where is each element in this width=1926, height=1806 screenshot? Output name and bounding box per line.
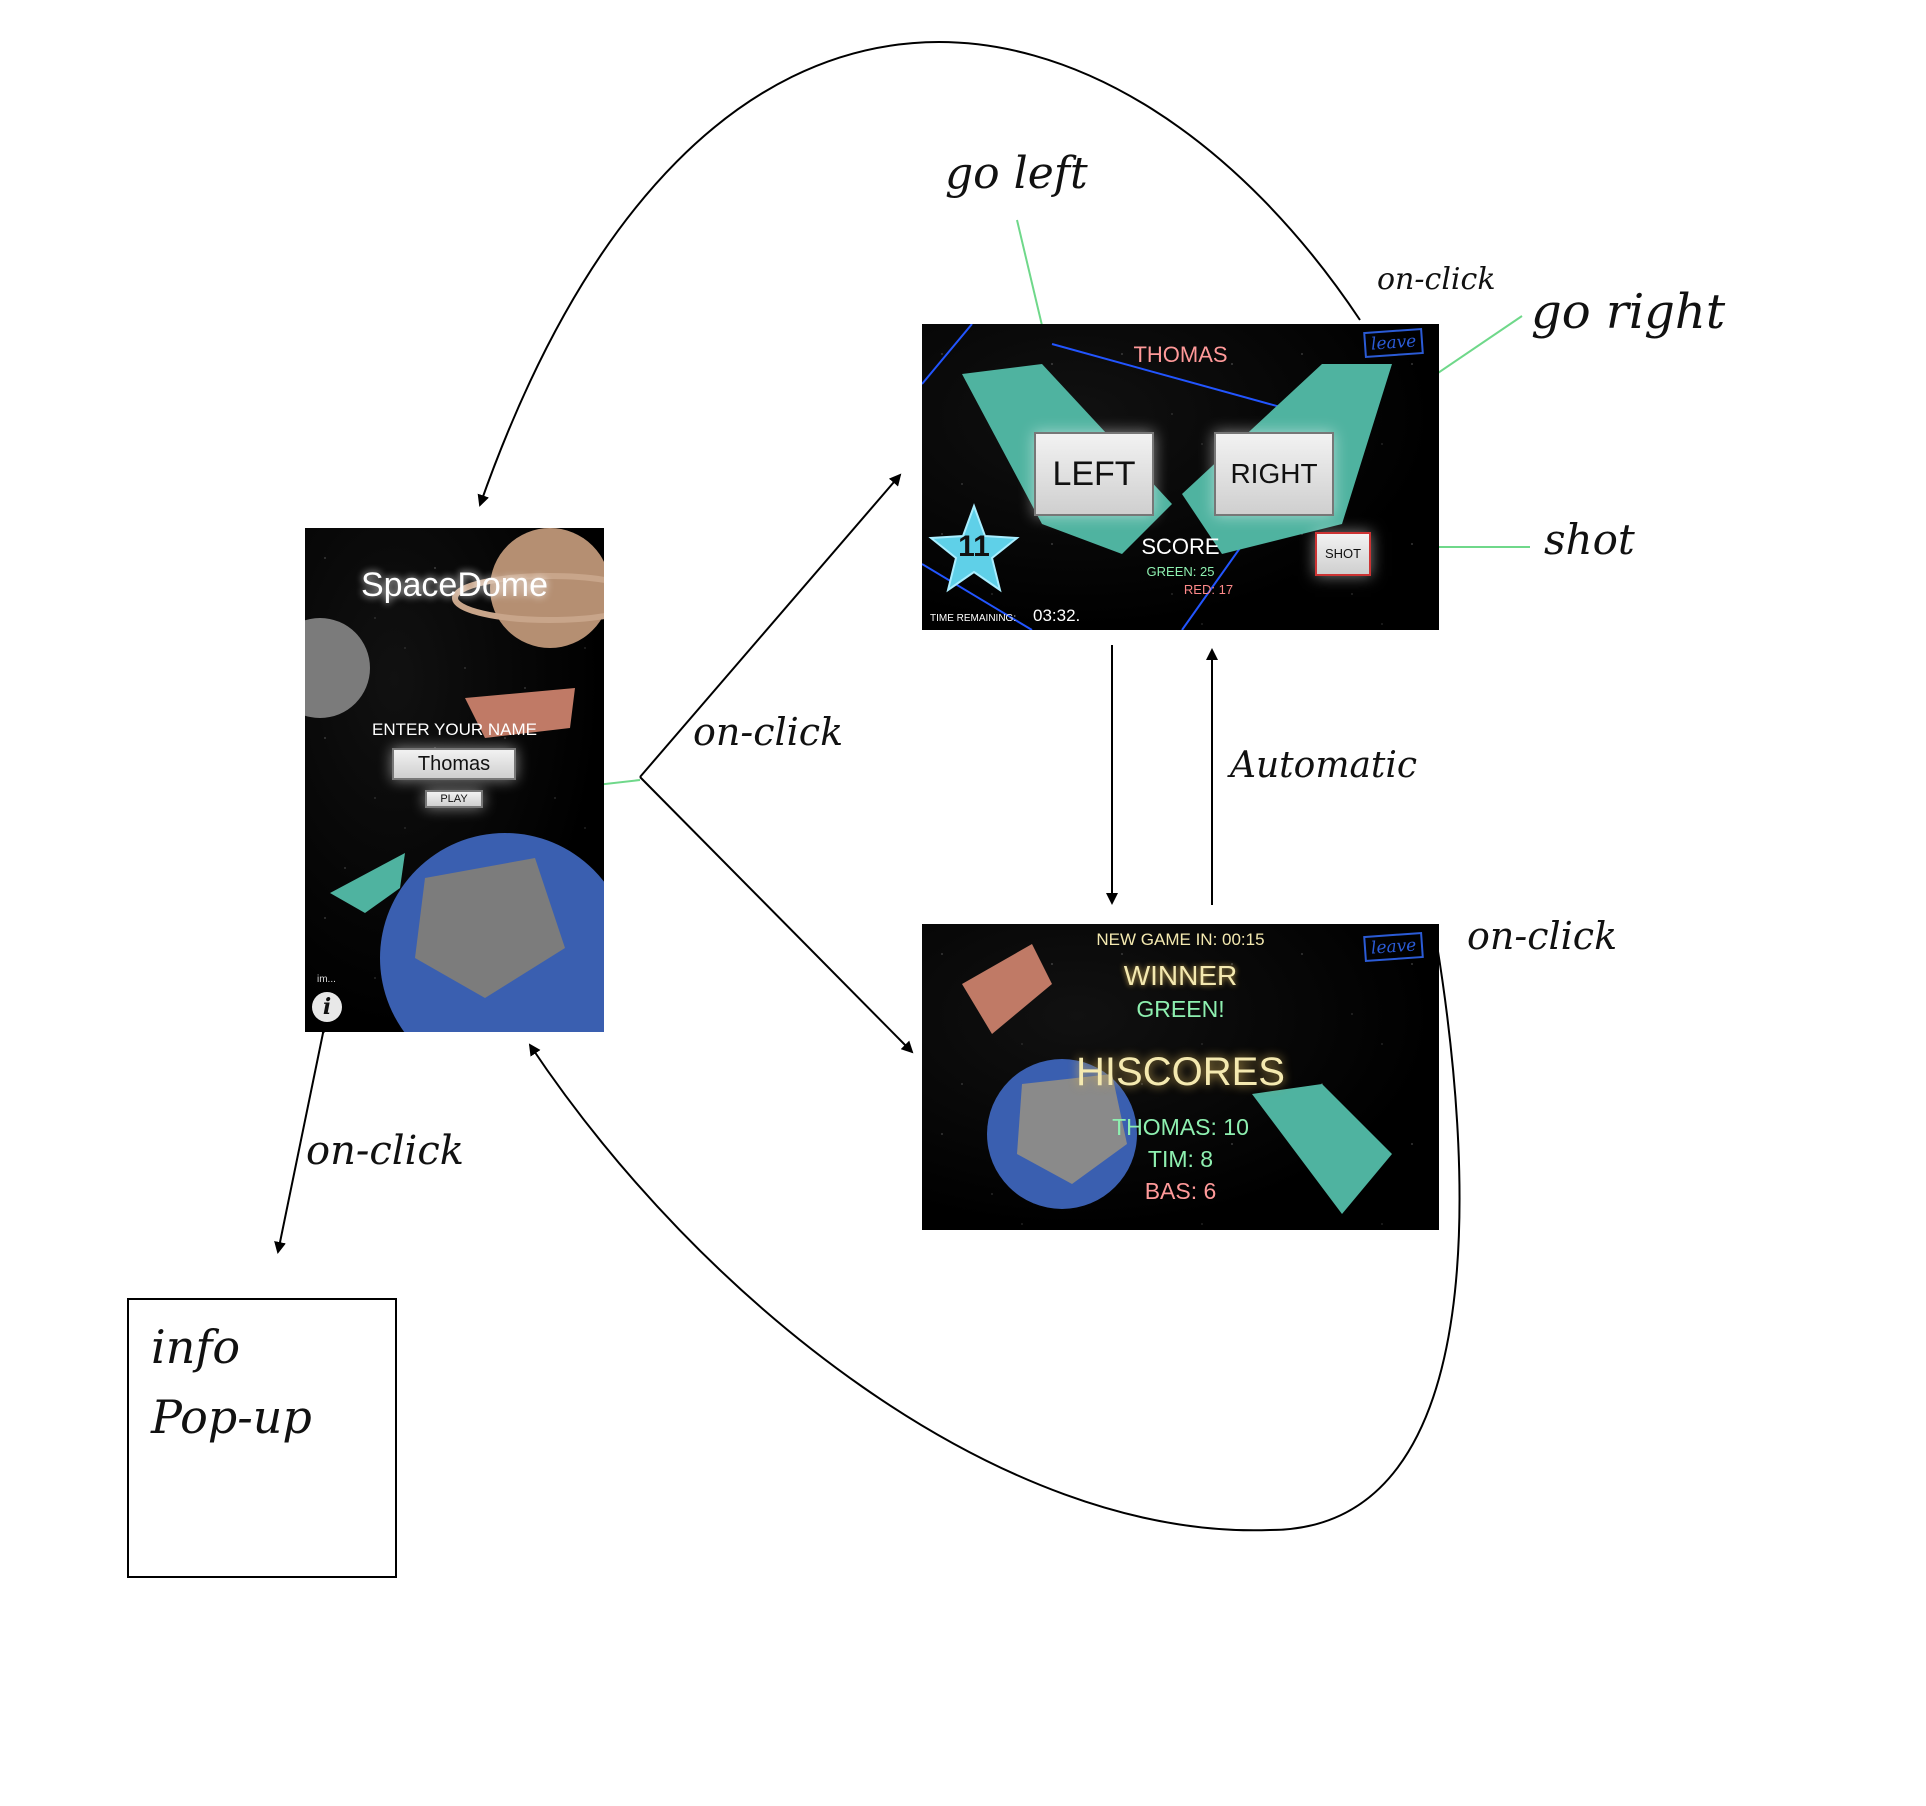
earth-landmass (1017, 1074, 1127, 1184)
time-value: 03:32. (1033, 606, 1081, 625)
star-badge-shape (928, 503, 1020, 593)
blue-lane-line (922, 563, 1033, 630)
play-to-game-arrow (639, 473, 902, 778)
game-title: SpaceDome (360, 566, 549, 604)
moon-planet (305, 618, 370, 718)
result-leave-onclick-label: on-click (1467, 914, 1618, 958)
result-art (962, 944, 1392, 1214)
imprint-link[interactable]: im... (317, 974, 336, 985)
hiscores-heading: HISCORES (1076, 1050, 1285, 1094)
automatic-label: Automatic (1230, 745, 1418, 786)
red-score: RED: 17 (1183, 582, 1234, 597)
red-ship (962, 944, 1052, 1034)
right-button[interactable]: RIGHT (1214, 432, 1334, 516)
teal-ship (1252, 1084, 1392, 1214)
name-prompt: ENTER YOUR NAME (372, 720, 537, 739)
leave-button[interactable]: leave (1363, 327, 1425, 359)
hiscore-entry: TIM: 8 (1147, 1146, 1214, 1172)
menu-screen: SpaceDome ENTER YOUR NAME Thomas PLAY im… (305, 528, 604, 1032)
winner-heading: WINNER (1123, 960, 1238, 991)
go-right-label: go right (1531, 284, 1726, 340)
hiscore-entry: BAS: 6 (1144, 1178, 1217, 1204)
left-button[interactable]: LEFT (1034, 432, 1154, 516)
teal-ship (330, 853, 405, 913)
info-icon[interactable]: i (312, 992, 342, 1022)
hiscore-entry: THOMAS: 10 (1112, 1114, 1249, 1140)
player-name: THOMAS (1133, 342, 1228, 367)
green-score: GREEN: 25 (1146, 564, 1215, 579)
play-to-result-arrow (639, 776, 914, 1054)
result-screen: NEW GAME IN: 00:15 leave WINNER GREEN! H… (922, 924, 1439, 1230)
red-ship (465, 688, 575, 738)
info-arrow (274, 1021, 331, 1254)
shot-label: shot (1544, 515, 1635, 564)
earth-landmass (415, 858, 565, 998)
blue-lane-line (922, 324, 973, 385)
new-game-timer: NEW GAME IN: 00:15 (1096, 930, 1265, 949)
game-leave-onclick-label: on-click (1377, 262, 1496, 297)
star-count: 11 (958, 530, 990, 563)
info-popup-line1: info (151, 1320, 241, 1374)
time-label: TIME REMAINING: (930, 613, 1017, 624)
play-button[interactable]: PLAY (425, 790, 483, 808)
score-heading: SCORE (1141, 534, 1220, 559)
leave-button[interactable]: leave (1363, 931, 1425, 963)
menu-art (305, 528, 604, 1032)
leave-game-curve (477, 41, 1361, 507)
winner-value: GREEN! (1136, 996, 1225, 1022)
game-screen: THOMAS leave LEFT RIGHT 11 SCORE GREEN: … (922, 324, 1439, 630)
shot-button[interactable]: SHOT (1315, 532, 1371, 576)
info-onclick-label: on-click (306, 1128, 464, 1174)
info-popup-box: info Pop-up (127, 1298, 397, 1578)
info-popup-line2: Pop-up (151, 1390, 312, 1444)
go-left-label: go left (945, 148, 1088, 199)
planet-ring (452, 573, 604, 623)
play-onclick-label: on-click (693, 710, 844, 754)
name-input[interactable]: Thomas (392, 748, 516, 780)
leave-result-curve (528, 944, 1461, 1532)
